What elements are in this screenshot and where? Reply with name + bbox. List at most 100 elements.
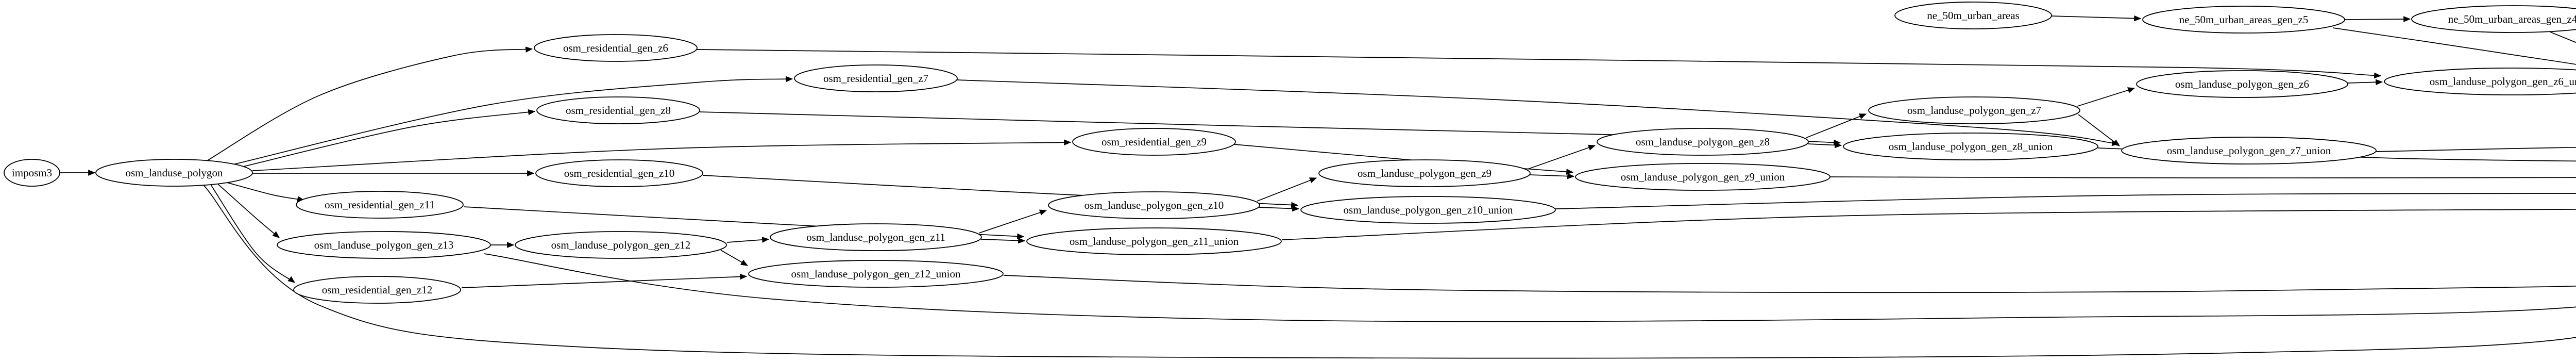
- node-osm_residential_gen_z7-label: osm_residential_gen_z7: [823, 72, 928, 85]
- edge-osm_landuse_polygon-to-osm_residential_gen_z8: [241, 109, 536, 168]
- node-ne_50m_urban_areas-label: ne_50m_urban_areas: [1927, 9, 2020, 22]
- node-osm_landuse_polygon_gen_z7-label: osm_landuse_polygon_gen_z7: [1907, 104, 2041, 117]
- node-osm_landuse_polygon_gen_z11-shape: [770, 223, 982, 251]
- node-osm_landuse_polygon_gen_z7-shape: [1868, 96, 2080, 124]
- node-osm_landuse_polygon_gen_z12-label: osm_landuse_polygon_gen_z12: [551, 239, 691, 251]
- node-ne_50m_urban_areas: ne_50m_urban_areas: [1894, 2, 2052, 29]
- edge-osm_landuse_polygon_gen_z11-to-osm_landuse_polygon_gen_z11_union: [980, 237, 1026, 244]
- node-osm_landuse_polygon_gen_z11: osm_landuse_polygon_gen_z11: [770, 223, 982, 251]
- node-ne_50m_urban_areas_gen_z4: ne_50m_urban_areas_gen_z4: [2411, 5, 2576, 33]
- edge-osm_landuse_polygon-to-osm_residential_gen_z11: [225, 182, 305, 202]
- edge-osm_landuse_polygon-to-layer_landuse.z14+: [203, 185, 2576, 359]
- edge-osm_landuse_polygon_gen_z10-to-osm_landuse_polygon_gen_z9: [1257, 177, 1317, 202]
- node-osm_residential_gen_z10-shape: [535, 159, 703, 187]
- node-osm_landuse_polygon_gen_z7_union-shape: [2121, 137, 2377, 164]
- node-osm_landuse_polygon_gen_z6_union-shape: [2384, 68, 2576, 95]
- node-ne_50m_urban_areas_gen_z5-label: ne_50m_urban_areas_gen_z5: [2179, 13, 2309, 26]
- edge-osm_landuse_polygon_gen_z8-to-osm_landuse_polygon_gen_z7: [1806, 113, 1867, 138]
- node-osm_landuse_polygon_gen_z7_union: osm_landuse_polygon_gen_z7_union: [2121, 137, 2377, 164]
- edge-osm_landuse_polygon_gen_z12-to-osm_landuse_polygon_gen_z12_union: [720, 250, 749, 266]
- node-osm_landuse_polygon_gen_z8_union-shape: [1843, 133, 2098, 160]
- node-osm_landuse_polygon_gen_z10_union-shape: [1300, 196, 1556, 224]
- node-osm_residential_gen_z12-label: osm_residential_gen_z12: [322, 284, 433, 296]
- edge-osm_landuse_polygon_gen_z9-to-osm_landuse_polygon_gen_z8: [1527, 144, 1596, 170]
- edge-osm_landuse_polygon_gen_z12-to-osm_landuse_polygon_gen_z11: [726, 237, 770, 243]
- node-osm_landuse_polygon_gen_z10_union: osm_landuse_polygon_gen_z10_union: [1300, 196, 1556, 224]
- edge-osm_landuse_polygon_gen_z8-to-osm_landuse_polygon_gen_z8_union: [1807, 142, 1842, 149]
- node-osm_landuse_polygon_gen_z7_union-label: osm_landuse_polygon_gen_z7_union: [2167, 144, 2331, 157]
- node-osm_landuse_polygon_gen_z12_union-shape: [748, 260, 1004, 288]
- node-osm_landuse_polygon_gen_z9-label: osm_landuse_polygon_gen_z9: [1358, 167, 1492, 179]
- node-osm_residential_gen_z8-label: osm_residential_gen_z8: [566, 104, 671, 117]
- node-osm_landuse_polygon_gen_z10: osm_landuse_polygon_gen_z10: [1048, 191, 1260, 219]
- node-osm_landuse_polygon: osm_landuse_polygon: [95, 159, 253, 187]
- node-ne_50m_urban_areas_gen_z5-shape: [2142, 6, 2345, 34]
- edge-osm_landuse_polygon-to-osm_landuse_polygon_gen_z13: [217, 184, 280, 238]
- edge-ne_50m_urban_areas_gen_z4-to-layer_landuse.z4: [2550, 31, 2576, 43]
- node-osm_residential_gen_z11-shape: [296, 191, 464, 219]
- node-osm_landuse_polygon_gen_z10-label: osm_landuse_polygon_gen_z10: [1084, 199, 1224, 211]
- node-ne_50m_urban_areas-shape: [1894, 2, 2052, 29]
- node-osm_landuse_polygon_gen_z12_union-label: osm_landuse_polygon_gen_z12_union: [791, 268, 961, 280]
- node-osm_landuse_polygon_gen_z8_union-label: osm_landuse_polygon_gen_z8_union: [1889, 140, 2053, 153]
- edge-osm_landuse_polygon_gen_z13-to-layer_landuse.z13: [484, 253, 2576, 322]
- node-osm_residential_gen_z6: osm_residential_gen_z6: [534, 34, 698, 62]
- node-osm_landuse_polygon_gen_z13-shape: [277, 231, 491, 259]
- edge-osm_landuse_polygon_gen_z12_union-to-layer_landuse.z12: [1003, 275, 2576, 293]
- node-osm_landuse_polygon-label: osm_landuse_polygon: [126, 167, 223, 179]
- node-osm_landuse_polygon_gen_z13: osm_landuse_polygon_gen_z13: [277, 231, 491, 259]
- node-osm_landuse_polygon_gen_z9_union-shape: [1575, 163, 1831, 191]
- edge-osm_landuse_polygon_gen_z10-to-osm_landuse_polygon_gen_z10_union: [1259, 205, 1300, 212]
- node-osm_landuse_polygon_gen_z11_union-shape: [1026, 227, 1282, 255]
- node-ne_50m_urban_areas_gen_z5: ne_50m_urban_areas_gen_z5: [2142, 6, 2345, 34]
- edge-ne_50m_urban_areas_gen_z5-to-layer_landuse.z5: [2332, 27, 2576, 65]
- node-osm_residential_gen_z10-label: osm_residential_gen_z10: [564, 167, 675, 179]
- node-osm_landuse_polygon_gen_z6_union: osm_landuse_polygon_gen_z6_union: [2384, 68, 2576, 95]
- edge-osm_landuse_polygon-to-osm_residential_gen_z9: [252, 139, 1072, 171]
- node-osm_landuse_polygon_gen_z9_union: osm_landuse_polygon_gen_z9_union: [1575, 163, 1831, 191]
- edge-osm_landuse_polygon_gen_z9-to-osm_landuse_polygon_gen_z9_union: [1529, 173, 1575, 179]
- node-osm_landuse_polygon_gen_z7: osm_landuse_polygon_gen_z7: [1868, 96, 2080, 124]
- node-osm_landuse_polygon_gen_z8-shape: [1597, 128, 1809, 156]
- node-ne_50m_urban_areas_gen_z4-label: ne_50m_urban_areas_gen_z4: [2448, 13, 2576, 25]
- node-osm_landuse_polygon-shape: [95, 159, 253, 187]
- node-osm_landuse_polygon_gen_z13-label: osm_landuse_polygon_gen_z13: [314, 239, 454, 251]
- node-osm_landuse_polygon_gen_z11_union-label: osm_landuse_polygon_gen_z11_union: [1070, 235, 1239, 248]
- node-imposm3-shape: [4, 159, 60, 187]
- node-osm_landuse_polygon_gen_z10-shape: [1048, 191, 1260, 219]
- node-osm_landuse_polygon_gen_z11_union: osm_landuse_polygon_gen_z11_union: [1026, 227, 1282, 255]
- node-osm_landuse_polygon_gen_z8: osm_landuse_polygon_gen_z8: [1597, 128, 1809, 156]
- edge-osm_landuse_polygon_gen_z6-to-osm_landuse_polygon_gen_z6_union: [2347, 79, 2383, 86]
- node-osm_landuse_polygon_gen_z8_union: osm_landuse_polygon_gen_z8_union: [1843, 133, 2098, 160]
- node-osm_residential_gen_z12: osm_residential_gen_z12: [293, 276, 461, 304]
- node-ne_50m_urban_areas_gen_z4-shape: [2411, 5, 2576, 33]
- node-osm_residential_gen_z7: osm_residential_gen_z7: [794, 64, 958, 92]
- node-osm_landuse_polygon_gen_z12: osm_landuse_polygon_gen_z12: [515, 231, 727, 259]
- node-osm_landuse_polygon_gen_z11-label: osm_landuse_polygon_gen_z11: [806, 231, 945, 243]
- node-osm_residential_gen_z11-label: osm_residential_gen_z11: [325, 199, 435, 211]
- node-osm_residential_gen_z9-label: osm_residential_gen_z9: [1101, 136, 1207, 148]
- node-osm_residential_gen_z10: osm_residential_gen_z10: [535, 159, 703, 187]
- edge-osm_landuse_polygon_gen_z7-to-osm_landuse_polygon_gen_z6: [2077, 87, 2136, 107]
- node-osm_residential_gen_z12-shape: [293, 276, 461, 304]
- node-osm_residential_gen_z8: osm_residential_gen_z8: [536, 96, 700, 124]
- node-osm_landuse_polygon_gen_z6-label: osm_landuse_polygon_gen_z6: [2175, 78, 2309, 90]
- edge-osm_landuse_polygon_gen_z10_union-to-layer_landuse.z10: [1555, 193, 2576, 209]
- edge-ne_50m_urban_areas-to-ne_50m_urban_areas_gen_z5: [2050, 15, 2142, 22]
- node-osm_landuse_polygon_gen_z9-shape: [1318, 159, 1531, 187]
- node-osm_landuse_polygon_gen_z8-label: osm_landuse_polygon_gen_z8: [1636, 136, 1770, 148]
- node-osm_landuse_polygon_gen_z9: osm_landuse_polygon_gen_z9: [1318, 159, 1531, 187]
- node-osm_residential_gen_z8-shape: [536, 96, 700, 124]
- edge-osm_landuse_polygon_gen_z9_union-to-layer_landuse.z9: [1829, 176, 2576, 178]
- node-osm_landuse_polygon_gen_z12_union: osm_landuse_polygon_gen_z12_union: [748, 260, 1004, 288]
- node-osm_residential_gen_z9: osm_residential_gen_z9: [1072, 128, 1236, 156]
- node-osm_landuse_polygon_gen_z6: osm_landuse_polygon_gen_z6: [2136, 70, 2348, 98]
- node-osm_residential_gen_z11: osm_residential_gen_z11: [296, 191, 464, 219]
- edge-osm_residential_gen_z12-to-osm_landuse_polygon_gen_z12_union: [461, 273, 748, 288]
- edge-osm_landuse_polygon-to-osm_residential_gen_z6: [205, 46, 533, 162]
- node-osm_landuse_polygon_gen_z6-shape: [2136, 70, 2348, 98]
- edge-osm_residential_gen_z7-to-osm_landuse_polygon_gen_z7_union: [956, 79, 2120, 146]
